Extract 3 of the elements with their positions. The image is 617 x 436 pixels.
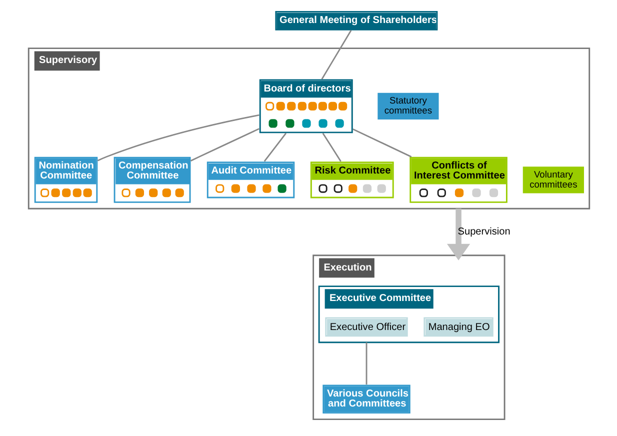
legend-label: Voluntary committees <box>529 169 577 190</box>
edge-label: Supervision <box>457 226 510 238</box>
legend-label: Statutory committees <box>384 96 432 116</box>
